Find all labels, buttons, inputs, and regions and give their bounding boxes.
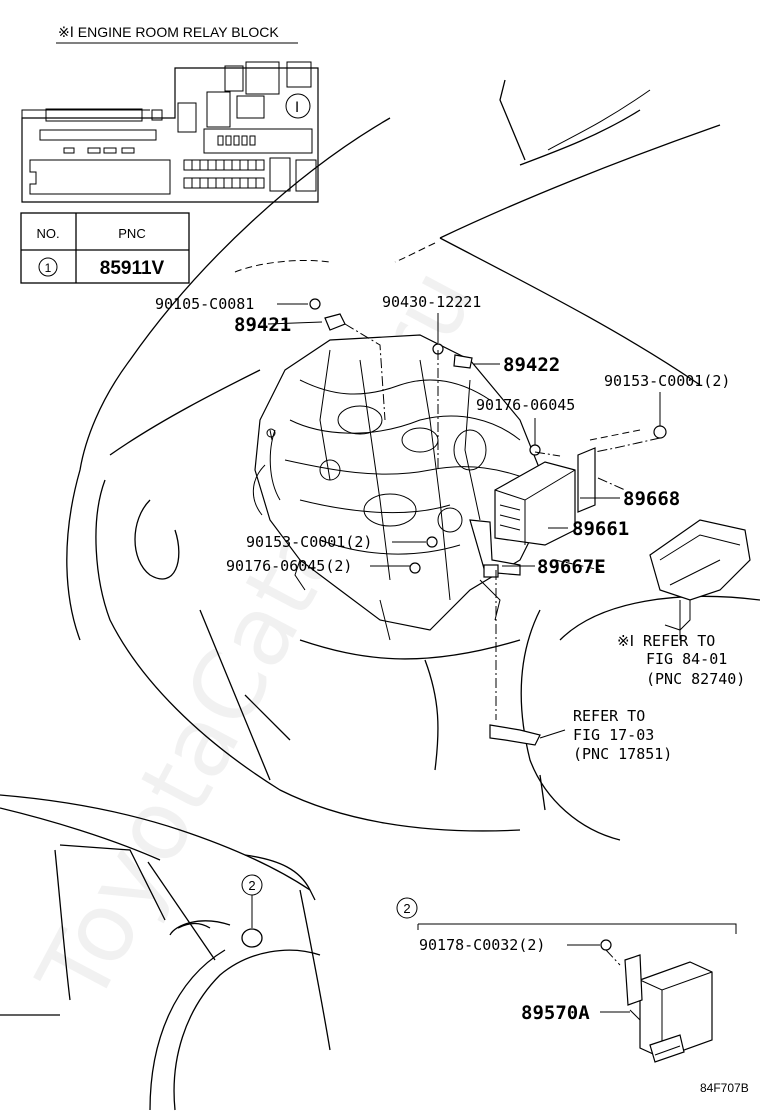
ref-17-03-line1: REFER TO bbox=[573, 707, 645, 725]
vehicle-front-outline bbox=[66, 79, 760, 841]
sensor-89422-icon bbox=[453, 354, 473, 369]
ref-84-01-line3: (PNC 82740) bbox=[646, 670, 745, 688]
bolt-90178-icon bbox=[600, 939, 612, 951]
figure-id: 84F707B bbox=[700, 1081, 749, 1095]
ref-84-01-line2: FIG 84-01 bbox=[646, 650, 727, 668]
callout-90430-12221: 90430-12221 bbox=[382, 293, 481, 311]
sensor-89421-icon bbox=[324, 313, 346, 331]
callout-90153-C0001-lower: 90153-C0001(2) bbox=[246, 533, 372, 551]
small-parts bbox=[309, 298, 667, 746]
callout-90105-C0081: 90105-C0081 bbox=[155, 295, 254, 313]
bolt-90176-lower-icon bbox=[409, 562, 421, 574]
callout-90176-06045-lower: 90176-06045(2) bbox=[226, 557, 352, 575]
callout-89421: 89421 bbox=[234, 314, 291, 336]
table-row-pnc: 85911V bbox=[100, 258, 165, 279]
ecu-assembly bbox=[469, 447, 751, 631]
bolt-90176-upper-icon bbox=[529, 444, 541, 456]
callout-90176-06045-upper: 90176-06045 bbox=[476, 396, 575, 414]
callout-90153-C0001-upper: 90153-C0001(2) bbox=[604, 372, 730, 390]
module-89570A bbox=[624, 954, 713, 1063]
callout-leaders bbox=[267, 303, 681, 739]
bolt-90153-lower-icon bbox=[426, 536, 438, 548]
table-header-no: NO. bbox=[36, 226, 59, 241]
ref-17-03-line2: FIG 17-03 bbox=[573, 726, 654, 744]
relay-fuse-grid bbox=[183, 159, 265, 189]
callout-90178-C0032: 90178-C0032(2) bbox=[419, 936, 545, 954]
callout-89422: 89422 bbox=[503, 354, 560, 376]
vehicle-rear-outline: 2 bbox=[0, 794, 331, 1111]
detail-marker-rear: 2 bbox=[248, 878, 255, 893]
table-header-pnc: PNC bbox=[118, 226, 145, 241]
relay-fuse-row-top bbox=[217, 135, 256, 146]
pnc-table: NO. PNC 1 85911V bbox=[20, 212, 190, 284]
table-row-no: 1 bbox=[45, 261, 52, 275]
reference-notes: ※Ⅰ REFER TO FIG 84-01 (PNC 82740) REFER … bbox=[573, 632, 745, 763]
ref-17-03-line3: (PNC 17851) bbox=[573, 745, 672, 763]
engine-assembly bbox=[252, 334, 541, 641]
relay-marker: Ⅰ bbox=[295, 99, 299, 115]
ref-84-01-line1: ※Ⅰ REFER TO bbox=[617, 632, 715, 650]
ground-strap-icon bbox=[489, 724, 541, 746]
callout-89661: 89661 bbox=[572, 518, 629, 540]
leader-guides bbox=[344, 323, 661, 720]
callout-89668: 89668 bbox=[623, 488, 680, 510]
bolt-90105-icon bbox=[309, 298, 321, 310]
relay-block-inset: ※Ⅰ ENGINE ROOM RELAY BLOCK Ⅰ bbox=[21, 24, 319, 203]
relay-block-title: ※Ⅰ ENGINE ROOM RELAY BLOCK bbox=[58, 24, 279, 40]
bolt-90153-upper-icon bbox=[653, 425, 667, 439]
callout-89667E: 89667E bbox=[537, 556, 606, 578]
detail-marker-2: 2 bbox=[403, 901, 410, 916]
callout-89570A: 89570A bbox=[521, 1002, 590, 1024]
detail-2-group: 2 90178-C0032(2) 89570A bbox=[396, 897, 737, 1063]
callout-labels: 90105-C0081 89421 90430-12221 89422 9015… bbox=[155, 293, 730, 578]
